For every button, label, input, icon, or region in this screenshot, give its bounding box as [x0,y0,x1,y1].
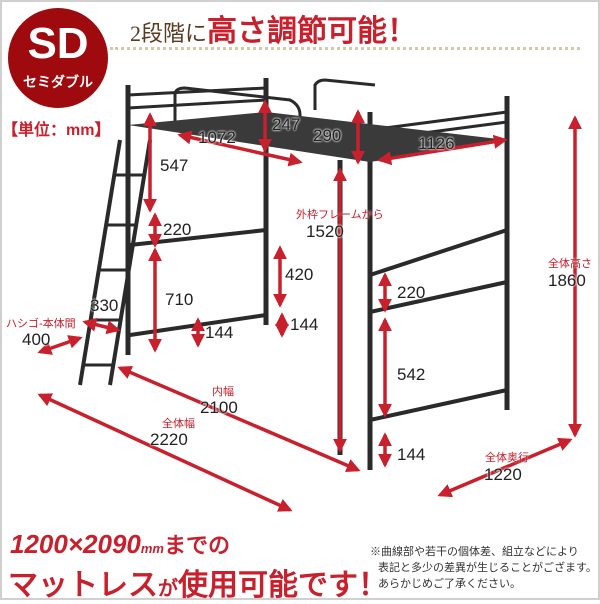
dim-bar-left-bottom: 144 [205,323,234,342]
dim-rail-length-left: 1072 [198,128,236,147]
dimension-arrows [37,99,582,512]
dim-total-width: 2220 [150,430,188,449]
dim-right-lower: 542 [397,365,426,384]
mattress-word: マットレス [8,569,158,602]
disclaimer-note: ※曲線部や若干の個体差、組立などにより 表記と多少の差異が生じることがござます。… [370,544,597,592]
mattress-unit: mm [140,541,164,556]
size-badge: SD セミダブル [8,8,108,108]
dim-total-depth: 1220 [484,465,522,484]
mattress-usable-line: マットレスが使用可能です！ [8,560,388,604]
dim-ladder-upper-gap: 220 [163,220,192,239]
caption-total-height: 全体高さ [548,258,592,270]
dim-right-bottom: 144 [397,445,426,464]
unit-label: 【単位：mm】 [2,122,111,139]
dim-lower-section: 420 [285,265,314,284]
dim-bar-mid-bottom: 144 [290,315,319,334]
dotted-divider [110,47,580,50]
headline: 2段階に高さ調節可能！ [130,6,417,50]
headline-highlight: 高さ調節可能！ [207,15,418,48]
dim-right-upper-gap: 220 [397,283,426,302]
dim-rail-length-right: 1126 [418,134,455,153]
caption-inner-width: 内幅 [212,386,234,398]
caption-frame-height: 外枠フレームから [296,209,384,221]
dim-rail-height-right: 290 [313,126,342,145]
headline-prefix: 2段階に [130,21,208,46]
mattress-suffix: までの [164,533,231,558]
note-line: あらかじめご了承ください。 [378,578,521,590]
mattress-usable: 使用可能です！ [178,569,388,602]
note-line: 表記と多少の差異が生じることがござます。 [378,562,597,574]
mattress-particle: が [158,578,178,600]
badge-label: セミダブル [23,74,93,90]
dim-total-height: 1860 [548,271,586,290]
mattress-size-line: 1200×2090mmまでの [10,528,230,560]
dim-rail-height-left: 247 [272,115,301,134]
caption-total-depth: 全体奥行 [485,452,529,464]
note-line: ※曲線部や若干の個体差、組立などにより [370,546,579,558]
caption-ladder-body-gap: ハシゴ-本体間 [6,318,76,330]
dim-ladder-body-gap: 400 [22,330,51,349]
caption-total-width: 全体幅 [162,418,195,430]
dim-ladder-lower: 710 [165,290,194,309]
badge-size: SD [27,19,89,68]
dim-ladder-offset: 330 [90,296,119,315]
dim-frame-height: 1520 [306,222,344,241]
mattress-size: 1200×2090 [10,529,141,559]
dim-inner-width: 2100 [200,398,238,417]
dim-guard-height: 547 [160,156,189,175]
